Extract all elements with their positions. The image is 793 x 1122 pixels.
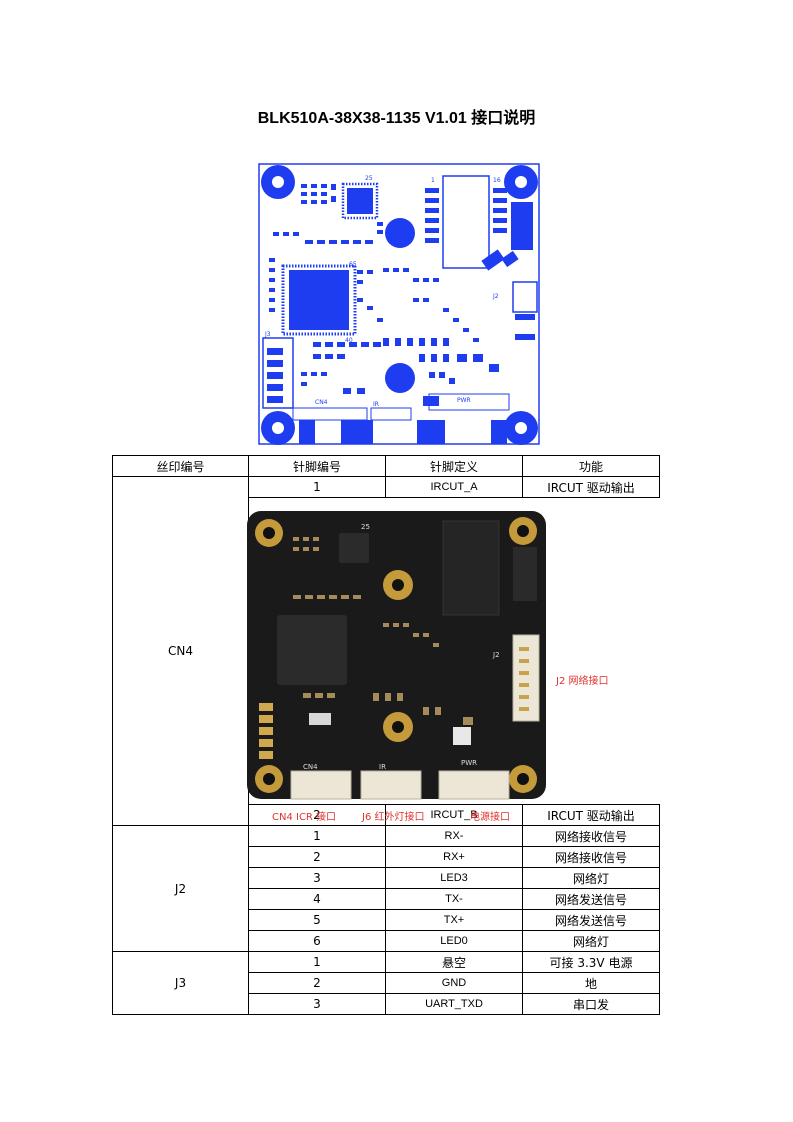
power-interface-label: 电源接口 [470, 812, 510, 823]
def-cell: RX+ [385, 846, 523, 868]
def-cell: GND [385, 972, 523, 994]
func-cell: 网络发送信号 [522, 909, 660, 931]
pin-cell: 5 [248, 909, 386, 931]
group-name-j3: J3 [112, 951, 249, 1015]
diagram-40-label: 40 [345, 337, 353, 344]
def-cell: 悬空 [385, 951, 523, 973]
def-cell: LED3 [385, 867, 523, 889]
table-row: 2 GND 地 [113, 972, 660, 994]
pin-cell: 2 [248, 972, 386, 994]
func-cell: 网络接收信号 [522, 825, 660, 847]
pcb-layout-diagram: 25 1 16 J2 J3 CN4 IR PWR 40 65 [258, 163, 540, 445]
header-silkscreen: 丝印编号 [112, 455, 249, 477]
table-row: 2 IRCUT_B IRCUT 驱动输出 [113, 804, 660, 826]
table-row: 2 RX+ 网络接收信号 [113, 846, 660, 868]
pin-cell: 2 [248, 846, 386, 868]
group-name-cn4: CN4 [112, 476, 249, 826]
diagram-pin1-label: 1 [431, 177, 435, 184]
def-cell: TX- [385, 888, 523, 910]
table-row: J3 1 悬空 可接 3.3V 电源 [112, 951, 660, 1015]
table-row: J2 1 RX- 网络接收信号 [112, 825, 660, 952]
pin-cell: 1 [248, 476, 386, 498]
table-row: 4 TX- 网络发送信号 [113, 888, 660, 910]
func-cell: IRCUT 驱动输出 [522, 804, 660, 826]
diagram-pwr-label: PWR [457, 397, 471, 404]
board-photo: 25 J2 IR PWR CN4 [247, 511, 546, 800]
def-cell: IRCUT_B [385, 804, 523, 826]
pin-cell: 3 [248, 867, 386, 889]
diagram-65-label: 65 [349, 261, 357, 268]
diagram-j2-label: J2 [492, 293, 499, 300]
diagram-cn4-label: CN4 [315, 399, 328, 406]
table-header-row: 丝印编号 针脚编号 针脚定义 功能 [112, 455, 660, 477]
pin-cell: 6 [248, 930, 386, 952]
header-pin-number: 针脚编号 [248, 455, 386, 477]
header-pin-definition: 针脚定义 [385, 455, 523, 477]
cn4-icr-interface-label: CN4 ICR 接口 [272, 812, 337, 823]
group-name-j2: J2 [112, 825, 249, 952]
def-cell: TX+ [385, 909, 523, 931]
pin-cell: 4 [248, 888, 386, 910]
pin-cell: 1 [248, 951, 386, 973]
func-cell: 网络灯 [522, 930, 660, 952]
j2-interface-label: J2 网络接口 [556, 676, 609, 687]
diagram-ir-label: IR [373, 401, 379, 408]
def-cell: RX- [385, 825, 523, 847]
func-cell: 可接 3.3V 电源 [522, 951, 660, 973]
header-function: 功能 [522, 455, 660, 477]
diagram-j3-label: J3 [264, 331, 271, 338]
pin-cell: 1 [248, 825, 386, 847]
table-row: 6 LED0 网络灯 [113, 930, 660, 952]
func-cell: 网络接收信号 [522, 846, 660, 868]
func-cell: 网络灯 [522, 867, 660, 889]
def-cell: IRCUT_A [385, 476, 523, 498]
diagram-pin16-label: 16 [493, 177, 501, 184]
photo-silk-j2: J2 [492, 651, 500, 659]
diagram-pin25-label: 25 [365, 175, 373, 182]
pin-cell: 3 [248, 993, 386, 1015]
j6-ir-led-interface-label: J6 红外灯接口 [362, 812, 425, 823]
photo-silk-cn4: CN4 [303, 763, 318, 771]
table-row: 3 LED3 网络灯 [113, 867, 660, 889]
interface-spec-table: 丝印编号 针脚编号 针脚定义 功能 CN4 1 IRCUT_A IRCUT 驱动… [112, 455, 660, 1015]
photo-silk-25: 25 [361, 523, 370, 531]
func-cell: 地 [522, 972, 660, 994]
func-cell: 串口发 [522, 993, 660, 1015]
def-cell: UART_TXD [385, 993, 523, 1015]
table-row: 3 UART_TXD 串口发 [113, 993, 660, 1015]
page-title: BLK510A-38X38-1135 V1.01 接口说明 [257, 110, 536, 127]
photo-silk-pwr: PWR [461, 759, 477, 767]
photo-silk-ir: IR [379, 763, 386, 771]
def-cell: LED0 [385, 930, 523, 952]
func-cell: IRCUT 驱动输出 [522, 476, 660, 498]
table-row: CN4 1 IRCUT_A IRCUT 驱动输出 [112, 476, 660, 826]
func-cell: 网络发送信号 [522, 888, 660, 910]
